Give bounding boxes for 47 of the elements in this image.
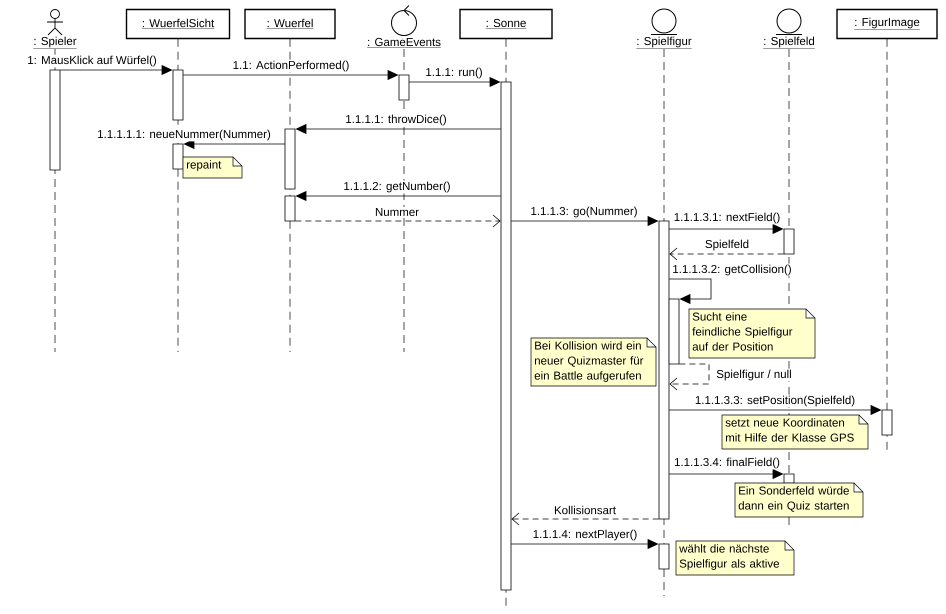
note: setzt neue Koordinaten mit Hilfe der Klasse GPS — [722, 414, 868, 450]
activation-bar — [668, 298, 680, 364]
activation-bar — [172, 144, 184, 170]
note: Bei Kollision wird ein neuer Quizmaster für ein Battle aufgerufen — [530, 338, 656, 386]
message-label: Kollisionsart — [553, 504, 617, 516]
activation-bar — [172, 70, 184, 120]
message-label: 1: MausKlick auf Würfel() — [26, 54, 158, 68]
object-box: : Sonne — [459, 8, 553, 40]
note: repaint — [182, 156, 242, 178]
object-name: : Spielfeld — [763, 36, 815, 49]
message-label: Spielfigur / null — [715, 368, 793, 382]
message-label: 1.1.1.1: throwDice() — [344, 114, 448, 126]
activation-bar — [882, 410, 892, 436]
activation-bar — [284, 196, 296, 222]
message-label: 1.1.1.3.2: getCollision() — [671, 264, 793, 276]
object-box: : FigurImage — [836, 8, 938, 40]
message-label: 1.1.1.3.4: finalField() — [673, 456, 781, 470]
note: Ein Sonderfeld würde dann ein Quiz starten — [734, 482, 864, 518]
object-box: : WuerfelSicht — [126, 8, 230, 40]
activation-bar — [50, 70, 60, 170]
activation-bar — [784, 474, 794, 484]
return-arrow — [669, 248, 784, 260]
activation-bar — [284, 128, 296, 190]
message-label: 1.1.1.3.3: setPosition(Spielfeld) — [694, 394, 856, 408]
activation-bar — [784, 228, 794, 254]
message-label: Nummer — [374, 207, 420, 218]
return-arrow — [511, 512, 659, 526]
message-label: 1.1.1.4: nextPlayer() — [532, 528, 638, 542]
activation-bar — [500, 82, 512, 590]
message-label: 1.1.1: run() — [424, 66, 484, 80]
activation-bar — [398, 74, 410, 100]
object-box: : Wuerfel — [244, 8, 336, 40]
return-arrow — [295, 214, 501, 228]
activation-bar — [658, 544, 670, 570]
message-label: Spielfeld — [704, 238, 750, 252]
note: wählt die nächste Spielfigur als aktive — [676, 540, 794, 576]
message-label: 1.1.1.2: getNumber() — [342, 180, 452, 194]
object-name: : Spielfigur — [636, 36, 692, 49]
message-label: 1.1.1.3: go(Nummer) — [529, 206, 639, 218]
message-arrow — [669, 278, 712, 304]
message-label: 1.1.1.3.1: nextField() — [672, 212, 782, 224]
return-arrow — [669, 364, 710, 390]
object-name: : GameEvents — [366, 38, 442, 48]
note: Sucht eine feindliche Spielfigur auf der Position — [688, 308, 816, 358]
message-label: 1.1: ActionPerformed() — [232, 60, 350, 72]
object-name: : Spieler — [33, 36, 77, 49]
message-label: 1.1.1.1.1: neueNummer(Nummer) — [96, 128, 272, 142]
